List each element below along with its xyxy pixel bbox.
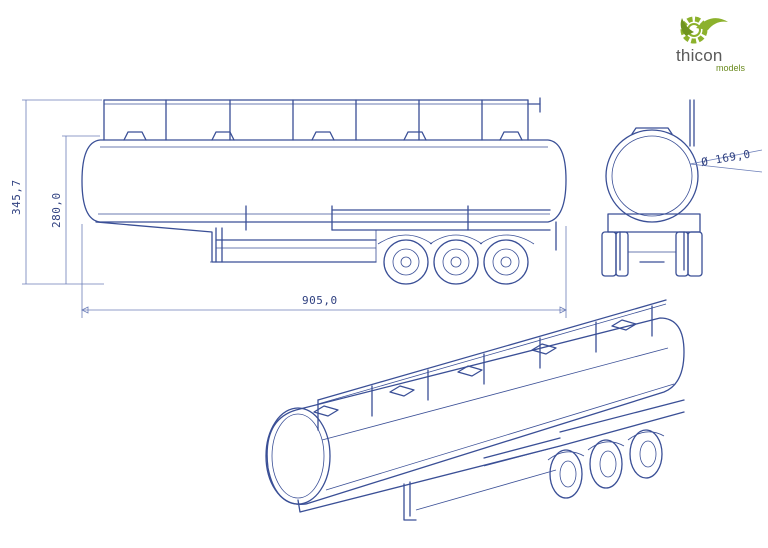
dim-tank-height: 280,0 [50,192,63,228]
dim-overall-height: 345,7 [10,179,23,215]
side-top-rail [103,97,541,141]
rear-view [601,99,703,277]
brand-subtitle: models [716,63,746,73]
side-wheels [377,234,535,285]
side-domes [123,131,523,141]
side-tank-body [81,139,567,223]
gear-leaf-icon [680,16,728,44]
perspective-view [265,299,685,521]
perspective-tank-body [266,317,685,505]
side-view [81,97,567,285]
dim-overall-length: 905,0 [302,294,338,307]
side-dimensions: 345,7 280,0 905,0 [10,99,567,318]
dim-tank-diameter: Ø 169,0 [700,147,751,168]
rear-dimension: Ø 169,0 [689,147,763,173]
side-chassis [95,205,557,263]
brand-name: thicon [676,46,723,65]
